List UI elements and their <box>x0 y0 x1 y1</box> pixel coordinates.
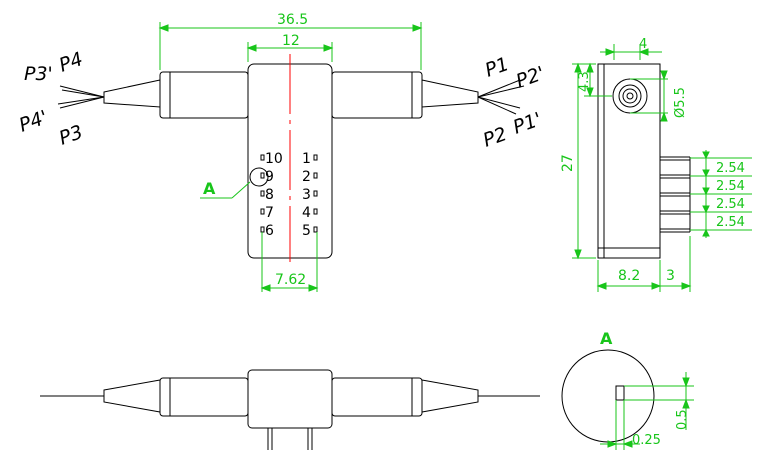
pin-label-2: 2 <box>302 169 311 185</box>
pin-label-7: 7 <box>265 205 274 221</box>
left-tube <box>159 71 249 119</box>
pin-squares <box>260 154 318 233</box>
port-p4: P4 <box>56 48 86 77</box>
dim-pitch-4: 2.54 <box>716 215 745 230</box>
dim-side-pin: 3 <box>666 268 675 284</box>
dim-pitch-2: 2.54 <box>716 179 745 194</box>
dim-side-body: 8.2 <box>618 268 640 284</box>
pin-label-8: 8 <box>265 187 274 203</box>
detail-dimensions <box>600 372 694 450</box>
top-dimensions <box>158 22 423 292</box>
dim-overall-length: 36.5 <box>277 12 308 28</box>
detail-a-view <box>561 349 655 443</box>
port-p3: P3 <box>56 121 86 150</box>
side-dimensions <box>572 44 752 292</box>
dim-pitch-3: 2.54 <box>716 197 745 212</box>
detail-a-circle <box>249 167 269 187</box>
dim-fiber-offset: 4.3 <box>577 71 592 92</box>
pin-label-6: 6 <box>265 223 274 239</box>
left-boot <box>103 79 161 108</box>
port-p4-prime: P4' <box>16 106 51 137</box>
detail-a-label: A <box>203 179 216 198</box>
dim-pin-spacing: 7.62 <box>275 272 306 288</box>
pin-label-1: 1 <box>302 151 311 167</box>
pin-label-4: 4 <box>302 205 311 221</box>
pin-label-5: 5 <box>302 223 311 239</box>
dim-body-width: 12 <box>282 33 300 49</box>
right-boot <box>421 79 479 108</box>
dim-detail-pin-h: 0.5 <box>675 409 690 430</box>
port-p3-prime: P3' <box>24 63 53 85</box>
dim-pitch-1: 2.54 <box>716 161 745 176</box>
detail-a-title: A <box>600 329 613 348</box>
pin-label-9: 9 <box>265 169 274 185</box>
port-p2-prime: P2' <box>513 62 548 93</box>
port-p1: P1 <box>482 53 512 82</box>
port-p1-prime: P1' <box>510 108 545 139</box>
pin-label-10: 10 <box>265 151 283 167</box>
dim-depth: 4 <box>639 37 647 52</box>
dim-detail-pin-w: 0.25 <box>632 433 661 448</box>
dim-height: 27 <box>560 154 576 172</box>
pin-label-3: 3 <box>302 187 311 203</box>
top-view <box>57 63 525 259</box>
front-view <box>40 369 540 450</box>
right-tube <box>331 71 423 119</box>
port-p2: P2 <box>480 123 510 152</box>
dim-diameter: Ø5.5 <box>673 87 688 118</box>
detail-pin <box>615 385 625 401</box>
